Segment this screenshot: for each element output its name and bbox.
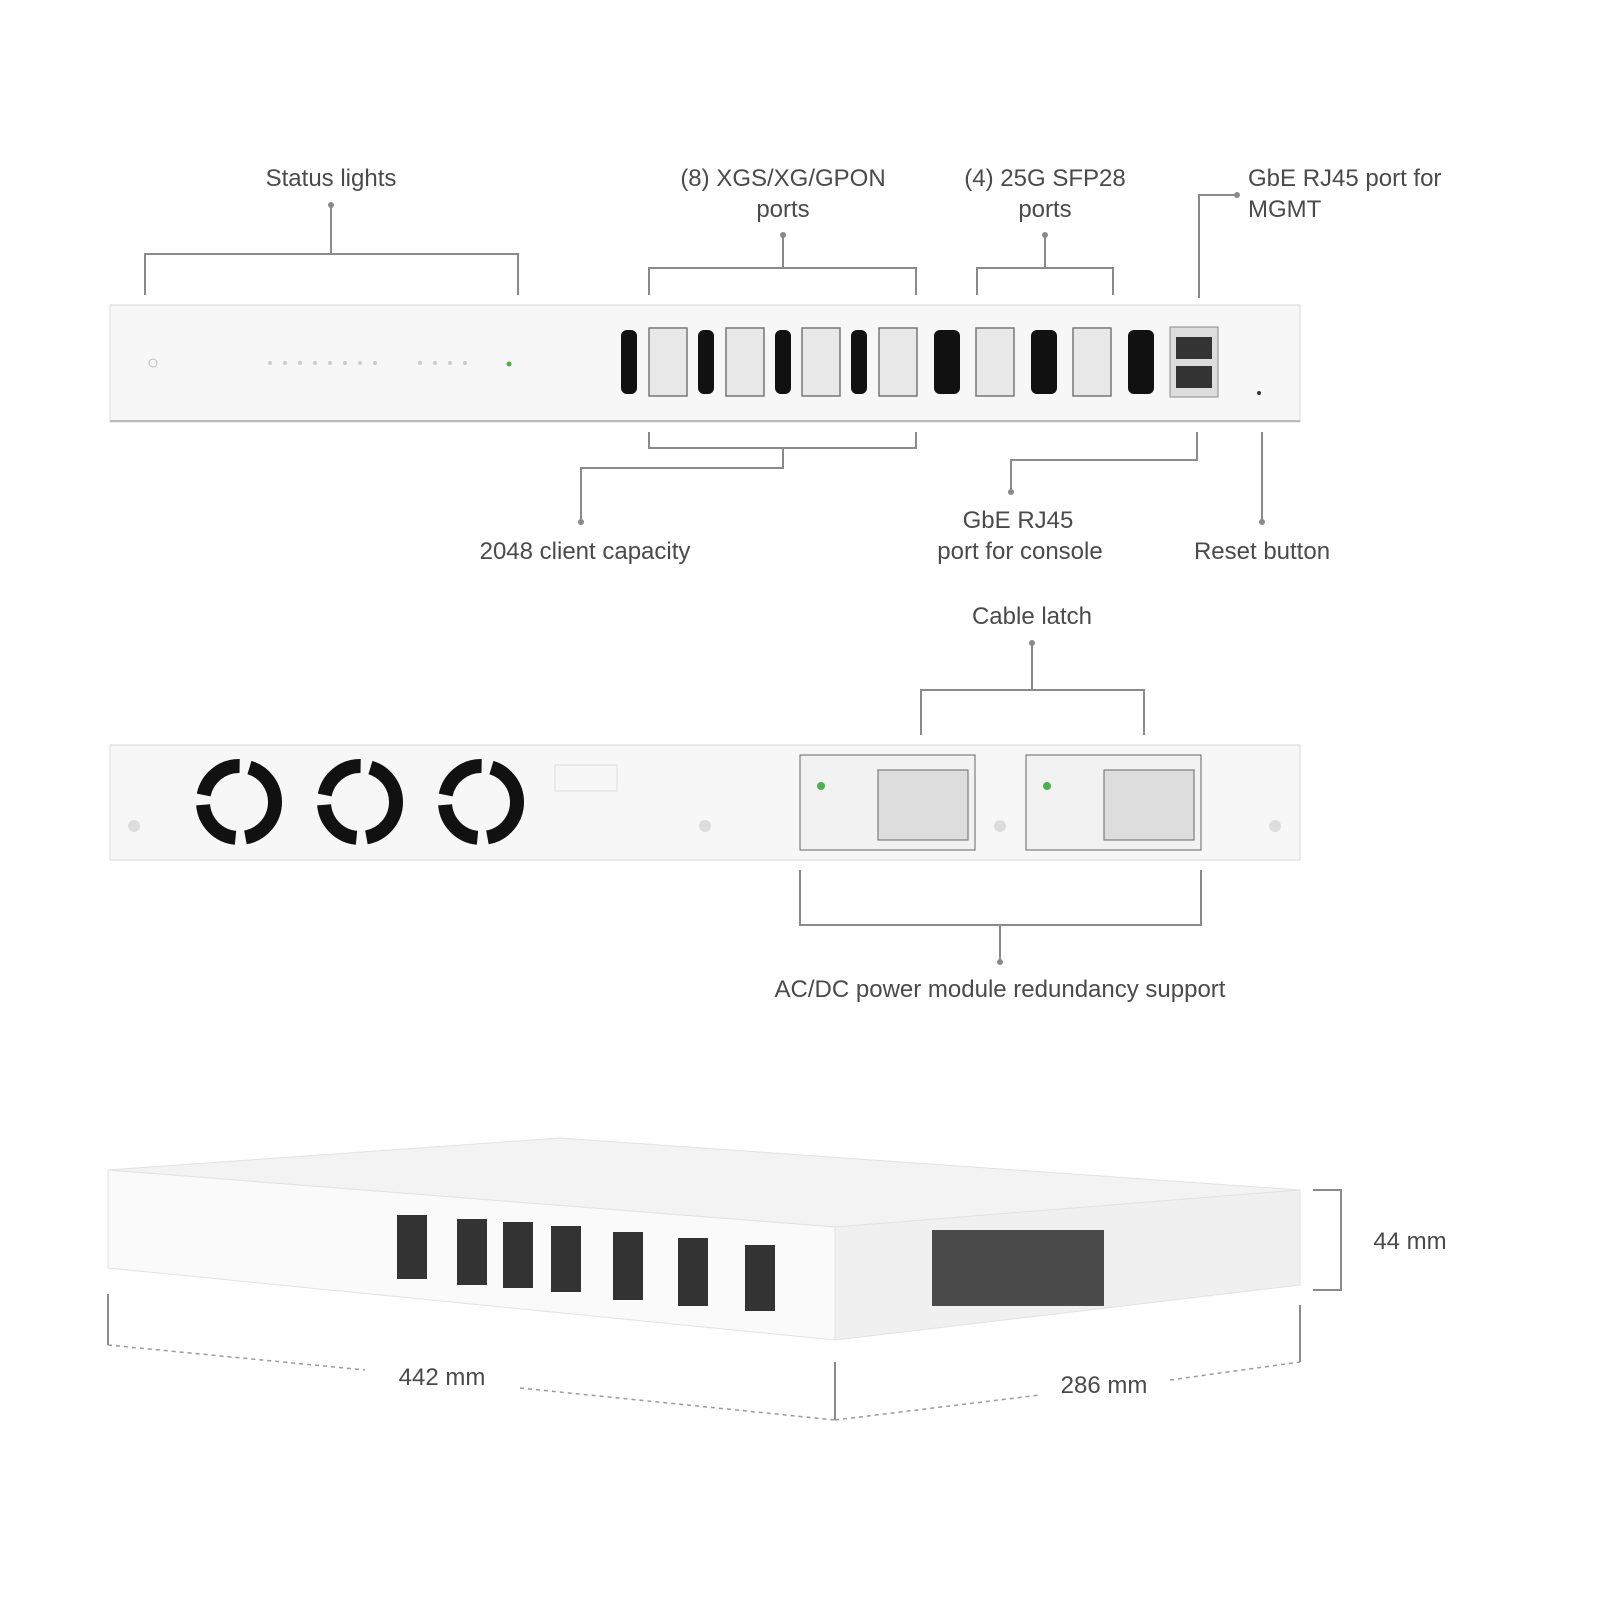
product-label bbox=[554, 764, 618, 792]
console-port-label-2: port for console bbox=[937, 538, 1102, 565]
console-port-label-1: GbE RJ45 bbox=[963, 507, 1074, 534]
status-lights bbox=[268, 361, 467, 365]
reset-button-label: Reset button bbox=[1194, 538, 1330, 565]
width-dimension: 442 mm bbox=[399, 1364, 486, 1391]
logo-icon bbox=[148, 358, 158, 368]
front-panel bbox=[109, 304, 1301, 423]
client-capacity-label: 2048 client capacity bbox=[480, 538, 691, 565]
sfp28-label-2: ports bbox=[1018, 196, 1071, 223]
reset-button[interactable] bbox=[1257, 391, 1261, 395]
rear-panel bbox=[109, 744, 1301, 861]
status-lights-label: Status lights bbox=[266, 165, 397, 192]
power-module bbox=[799, 754, 1202, 851]
dimension-callouts: 44 mm 442 mm 286 mm bbox=[107, 1189, 1447, 1421]
status-led-icon bbox=[506, 361, 512, 367]
front-panel-callouts: Status lights (8) XGS/XG/GPON ports (4) … bbox=[144, 165, 1441, 565]
xgs-port-group bbox=[648, 327, 918, 397]
rear-panel-callouts: Cable latch AC/DC power module redundanc… bbox=[775, 603, 1226, 1003]
depth-dimension: 286 mm bbox=[1061, 1372, 1148, 1399]
sfp28-port-group bbox=[975, 327, 1112, 397]
xgs-ports-label-1: (8) XGS/XG/GPON bbox=[680, 165, 885, 192]
fan-icon bbox=[196, 759, 524, 845]
sfp28-label-1: (4) 25G SFP28 bbox=[964, 165, 1125, 192]
xgs-ports-label-2: ports bbox=[756, 196, 809, 223]
mgmt-port-label-1: GbE RJ45 port for bbox=[1248, 165, 1441, 192]
mgmt-port-label-2: MGMT bbox=[1248, 196, 1322, 223]
power-redundancy-label: AC/DC power module redundancy support bbox=[775, 976, 1226, 1003]
height-dimension: 44 mm bbox=[1373, 1228, 1446, 1255]
cable-latch-label: Cable latch bbox=[972, 603, 1092, 630]
side-vent bbox=[932, 1230, 1104, 1306]
perspective-view bbox=[107, 1137, 1301, 1341]
vent-holes bbox=[621, 330, 1154, 394]
